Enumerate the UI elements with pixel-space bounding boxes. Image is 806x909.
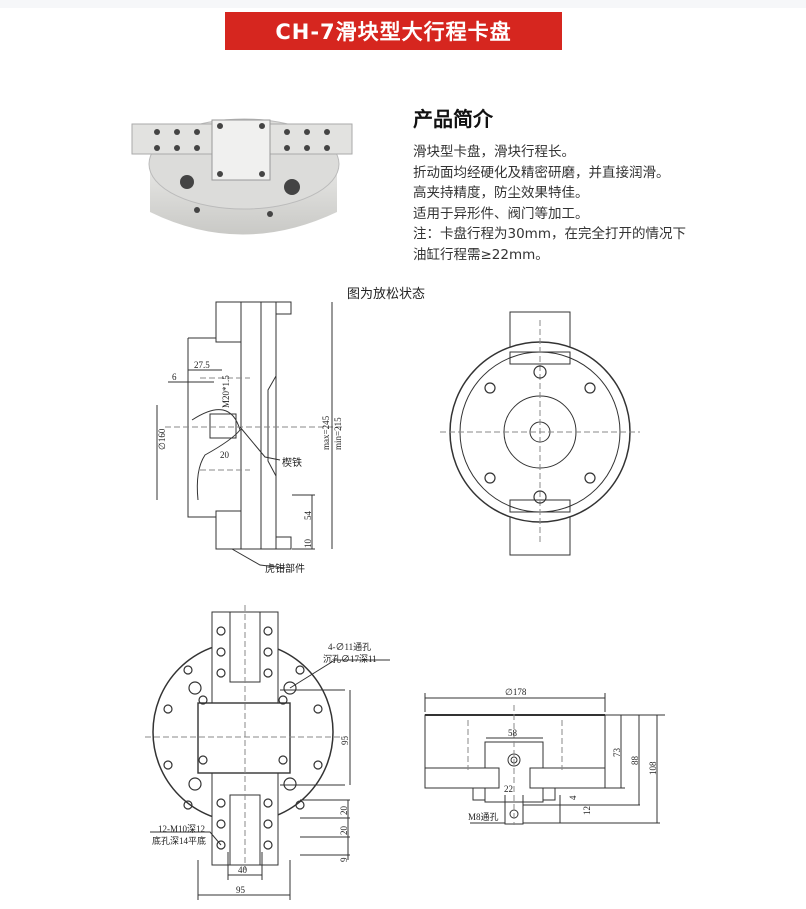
dim-88: 88 <box>630 756 640 766</box>
dim-20-a: 20 <box>339 806 349 816</box>
intro-line: 注：卡盘行程为30mm，在完全打开的情况下 <box>413 226 686 242</box>
dim-6: 6 <box>172 372 177 382</box>
intro-line: 折动面均经硬化及精密研磨，并直接润滑。 <box>413 164 670 181</box>
dim-54: 54 <box>303 511 313 521</box>
front-view-drawing: ∅178 58 73 88 108 22 4 12 M8通孔 <box>424 687 665 825</box>
dim-9: 9 <box>339 857 349 862</box>
dim-73: 73 <box>612 748 622 758</box>
label-m10-2: 底孔深14平底 <box>152 835 206 846</box>
label-wedge: 楔铁 <box>282 456 302 469</box>
dim-178: ∅178 <box>505 687 527 697</box>
dim-10: 10 <box>303 539 313 549</box>
dim-max: max=245 <box>321 415 331 450</box>
dim-27-5: 27.5 <box>194 360 210 370</box>
dim-22: 22 <box>504 784 513 794</box>
dim-4: 4 <box>568 795 578 800</box>
drawing-caption: 图为放松状态 <box>347 287 426 302</box>
page-title: CH-7滑块型大行程卡盘 <box>225 12 562 50</box>
dim-40: 40 <box>238 865 248 875</box>
intro-heading: 产品简介 <box>413 107 493 131</box>
dim-95-horizontal: 95 <box>236 885 246 895</box>
side-view-drawing: 27.5 6 M20*1.5 ∅160 20 max=245 min=215 楔… <box>156 301 345 575</box>
label-holes-2: 沉孔∅17深11 <box>323 654 377 664</box>
top-view-drawing: 4-∅11通孔 沉孔∅17深11 95 20 20 9 12-M10深12 底孔… <box>145 605 390 900</box>
dim-108: 108 <box>648 761 658 775</box>
intro-text: 滑块型卡盘，滑块行程长。 折动面均经硬化及精密研磨，并直接润滑。 高夹持精度，防… <box>413 142 686 265</box>
round-view-drawing <box>440 311 640 556</box>
product-photo <box>131 118 353 235</box>
label-holes-1: 4-∅11通孔 <box>328 642 371 652</box>
dim-20: 20 <box>220 450 230 460</box>
dim-dia160: ∅160 <box>157 428 167 450</box>
label-jaw: 虎钳部件 <box>265 562 305 575</box>
dim-95-vertical: 95 <box>340 736 350 746</box>
dim-min: min=215 <box>333 417 343 450</box>
top-strip <box>0 0 806 8</box>
dim-58: 58 <box>508 728 518 738</box>
label-m8: M8通孔 <box>468 812 499 822</box>
intro-line: 滑块型卡盘，滑块行程长。 <box>413 144 575 160</box>
intro-line: 高夹持精度，防尘效果特佳。 <box>413 185 589 201</box>
dim-12: 12 <box>582 806 592 815</box>
intro-line: 油缸行程需≥22mm。 <box>413 246 549 263</box>
label-m10-1: 12-M10深12 <box>158 824 205 834</box>
dim-m20: M20*1.5 <box>221 375 231 408</box>
dim-20-b: 20 <box>339 826 349 836</box>
intro-line: 适用于异形件、阀门等加工。 <box>413 205 589 222</box>
